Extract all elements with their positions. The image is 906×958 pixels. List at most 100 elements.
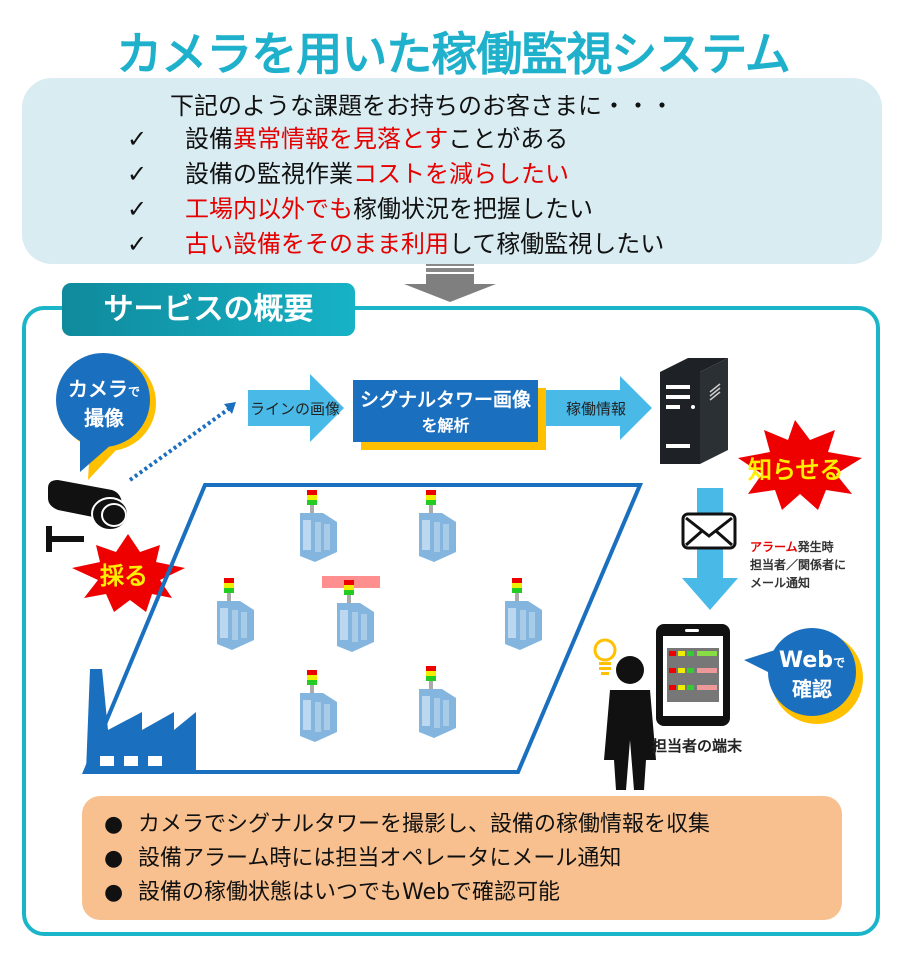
machine-panel (232, 610, 238, 640)
signal-yellow (307, 495, 317, 500)
signal-red (344, 580, 354, 585)
signal-pole (227, 593, 231, 601)
machine-panel (324, 704, 330, 730)
web-bubble-text: Webで 確認 (770, 648, 854, 702)
signal-red (307, 670, 317, 675)
camera-speech-bubble (56, 353, 156, 480)
machine-normal (217, 578, 254, 650)
collect-burst-label: 採る (100, 562, 148, 590)
check-icon: ✓ (127, 160, 148, 188)
camera-bubble-line1: カメラ (67, 377, 128, 401)
signal-green (426, 500, 436, 505)
machine-normal (505, 578, 542, 650)
mail-icon (681, 512, 737, 550)
camera-bubble-line2: 撮像 (84, 406, 124, 430)
check-icon: ✓ (127, 125, 148, 153)
machines-group (217, 490, 542, 742)
problem-highlight: 工場内以外でも (185, 195, 353, 223)
signal-yellow (344, 585, 354, 590)
problems-box: 下記のような課題をお持ちのお客さまに・・・ ✓設備異常情報を見落とすことがある … (22, 78, 882, 264)
signal-yellow (426, 671, 436, 676)
signal-green (224, 588, 234, 593)
notify-burst-label: 知らせる (748, 456, 844, 484)
analysis-line2: を解析 (421, 416, 470, 435)
notify-line2: 担当者／関係者に (750, 558, 847, 572)
notify-alarm-word: アラーム (750, 540, 798, 554)
signal-pole (347, 595, 351, 603)
web-bubble-suffix: で (833, 656, 846, 670)
factory-icon (86, 669, 196, 772)
problem-highlight: コストを減らしたい (353, 160, 569, 188)
summary-text: 設備アラーム時には担当オペレータにメール通知 (138, 846, 622, 871)
machine-normal (419, 666, 456, 738)
collect-burst-icon (72, 534, 185, 612)
notify-line1: 発生時 (797, 540, 834, 554)
problem-text: 設備の監視作業 (185, 160, 353, 188)
security-camera-icon (46, 480, 129, 552)
signal-green (307, 680, 317, 685)
problem-text: 稼働状況を把握したい (353, 195, 593, 223)
summary-list: ● カメラでシグナルタワーを撮影し、設備の稼働情報を収集 ●設備アラーム時には担当… (104, 808, 710, 910)
check-icon: ✓ (127, 195, 148, 223)
signal-green (344, 590, 354, 595)
signal-green (426, 676, 436, 681)
dashboard-row (669, 651, 717, 690)
signal-pole (515, 593, 519, 601)
arrow-label-operation-info: 稼働情報 (566, 400, 627, 418)
signal-pole (310, 685, 314, 693)
summary-item: ●設備アラーム時には担当オペレータにメール通知 (104, 842, 710, 876)
machine-normal (300, 670, 337, 742)
problem-text: して稼働監視したい (449, 230, 665, 258)
problem-text: 設備 (185, 125, 233, 153)
machine-panel (529, 612, 535, 638)
terminal-label: 担当者の端末 (652, 737, 743, 755)
problem-item: ✓ 設備の監視作業コストを減らしたい (127, 157, 664, 192)
machine-panel (422, 520, 430, 550)
signal-green (512, 588, 522, 593)
notify-line3: メール通知 (750, 576, 811, 590)
machine-alarm (322, 576, 380, 652)
problem-item: ✓ 古い設備をそのまま利用して稼働監視したい (127, 227, 664, 262)
problem-item: ✓設備異常情報を見落とすことがある (127, 122, 664, 157)
bullet-icon: ● (104, 812, 124, 837)
problems-lead: 下記のような課題をお持ちのお客さまに・・・ (170, 92, 674, 120)
summary-box: ● カメラでシグナルタワーを撮影し、設備の稼働情報を収集 ●設備アラーム時には担当… (82, 796, 842, 920)
signal-yellow (307, 675, 317, 680)
arrow-label-line-image: ラインの画像 (250, 400, 341, 418)
signal-red (307, 490, 317, 495)
machine-panel (315, 522, 321, 552)
camera-bubble-text: カメラで 撮像 (58, 373, 150, 431)
summary-text: 設備の稼働状態はいつでもWebで確認可能 (138, 880, 560, 905)
signal-red (426, 666, 436, 671)
machine-panel (303, 700, 311, 730)
overview-frame (22, 306, 880, 936)
machine-panel (508, 608, 516, 638)
signal-red (426, 490, 436, 495)
check-icon: ✓ (127, 230, 148, 258)
signal-yellow (224, 583, 234, 588)
web-bubble-line2: 確認 (792, 677, 832, 701)
signal-pole (429, 681, 433, 689)
problem-highlight: 古い設備をそのまま利用 (185, 230, 449, 258)
machine-panel (324, 524, 330, 550)
analysis-box: シグナルタワー画像 を解析 (353, 380, 538, 442)
server-icon (660, 358, 728, 464)
arrow-right-icon (542, 376, 652, 440)
problem-text: ことがある (448, 125, 569, 153)
web-speech-bubble (744, 628, 863, 724)
summary-text: カメラでシグナルタワーを撮影し、設備の稼働情報を収集 (138, 812, 711, 837)
machine-panel (434, 698, 440, 728)
machine-panel (220, 608, 228, 638)
machine-normal (419, 490, 456, 562)
machine-panel (241, 612, 247, 638)
machine-panel (361, 614, 367, 640)
machine-normal (300, 490, 337, 562)
camera-bubble-suffix: で (127, 385, 140, 399)
notify-burst-icon (738, 420, 862, 510)
machine-panel (315, 702, 321, 732)
machine-panel (422, 696, 430, 726)
signal-red (512, 578, 522, 583)
machine-panel (303, 520, 311, 550)
factory-floor-outline (81, 483, 644, 774)
